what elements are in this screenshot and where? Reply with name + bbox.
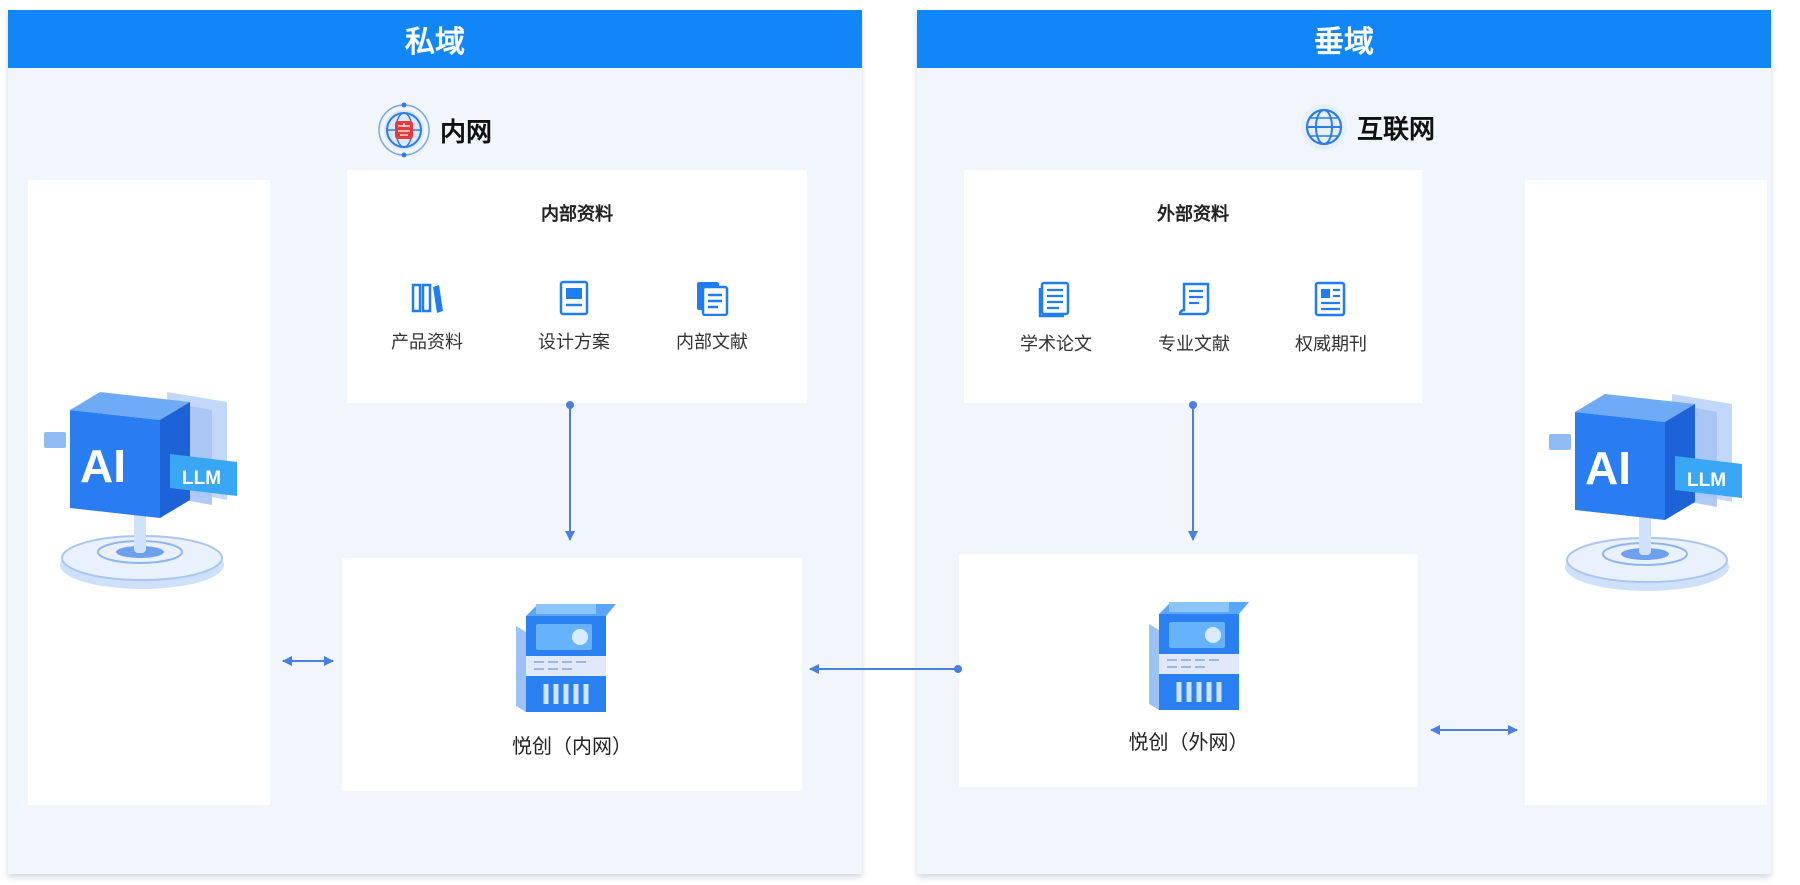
ai-badge-main-left: AI <box>80 440 126 492</box>
resource-label: 产品资料 <box>391 332 463 353</box>
vertical-domain-header: 垂域 <box>917 10 1771 68</box>
ai-badge-main-right: AI <box>1585 442 1631 494</box>
resource-item-professional-docs: 专业文献 <box>1134 280 1254 356</box>
resource-item-design: 设计方案 <box>514 280 634 354</box>
books-icon <box>411 283 443 313</box>
intranet-text: 内网 <box>440 117 493 148</box>
resource-item-authoritative-journals: 权威期刊 <box>1271 280 1391 356</box>
resource-label: 设计方案 <box>538 332 610 353</box>
intranet-node-card: 悦创（内网） <box>342 558 802 791</box>
files-icon <box>697 282 729 316</box>
newspaper-icon <box>1314 281 1346 317</box>
intranet-node-label: 悦创（内网） <box>512 734 632 758</box>
server-icon <box>516 604 616 712</box>
ai-badge-sub-right: LLM <box>1687 470 1726 491</box>
resource-item-product: 产品资料 <box>367 280 487 354</box>
resource-label: 学术论文 <box>1020 334 1092 355</box>
globe-icon <box>1301 104 1347 150</box>
resource-label: 权威期刊 <box>1295 334 1367 355</box>
vertical-domain-panel: 垂域 互联网 外部资料 学术论文 专业文献 <box>917 10 1771 874</box>
external-resources-title: 外部资料 <box>1157 204 1229 225</box>
resource-item-internal-docs: 内部文献 <box>652 280 772 354</box>
private-domain-panel: 私域 内网 AI LL <box>8 10 862 874</box>
ai-llm-computer-icon: AI LLM <box>44 392 237 589</box>
internet-label: 互联网 <box>1299 102 1435 152</box>
secret-globe-icon <box>378 102 430 158</box>
external-resources-card: 外部资料 学术论文 专业文献 权威期刊 <box>964 170 1422 403</box>
internal-resources-card: 内部资料 产品资料 设计方案 内部文献 <box>347 170 807 403</box>
resource-label: 专业文献 <box>1158 334 1230 355</box>
ai-llm-computer-icon: AI LLM <box>1549 394 1742 591</box>
ai-llm-card-left: AI LLM <box>28 180 270 805</box>
ai-llm-card-right: AI LLM <box>1525 180 1767 805</box>
scroll-icon <box>1178 282 1210 316</box>
ai-badge-sub-left: LLM <box>182 468 221 489</box>
document-icon <box>559 280 589 316</box>
private-domain-header: 私域 <box>8 10 862 68</box>
resource-label: 内部文献 <box>676 332 748 353</box>
intranet-label: 内网 <box>376 102 492 158</box>
internal-resources-title: 内部资料 <box>541 204 613 225</box>
resource-item-academic-papers: 学术论文 <box>996 280 1116 356</box>
internet-text: 互联网 <box>1357 114 1436 145</box>
server-icon <box>1149 602 1249 710</box>
paper-icon <box>1038 281 1070 318</box>
internet-node-card: 悦创（外网） <box>959 554 1418 787</box>
internet-node-label: 悦创（外网） <box>1128 730 1249 754</box>
